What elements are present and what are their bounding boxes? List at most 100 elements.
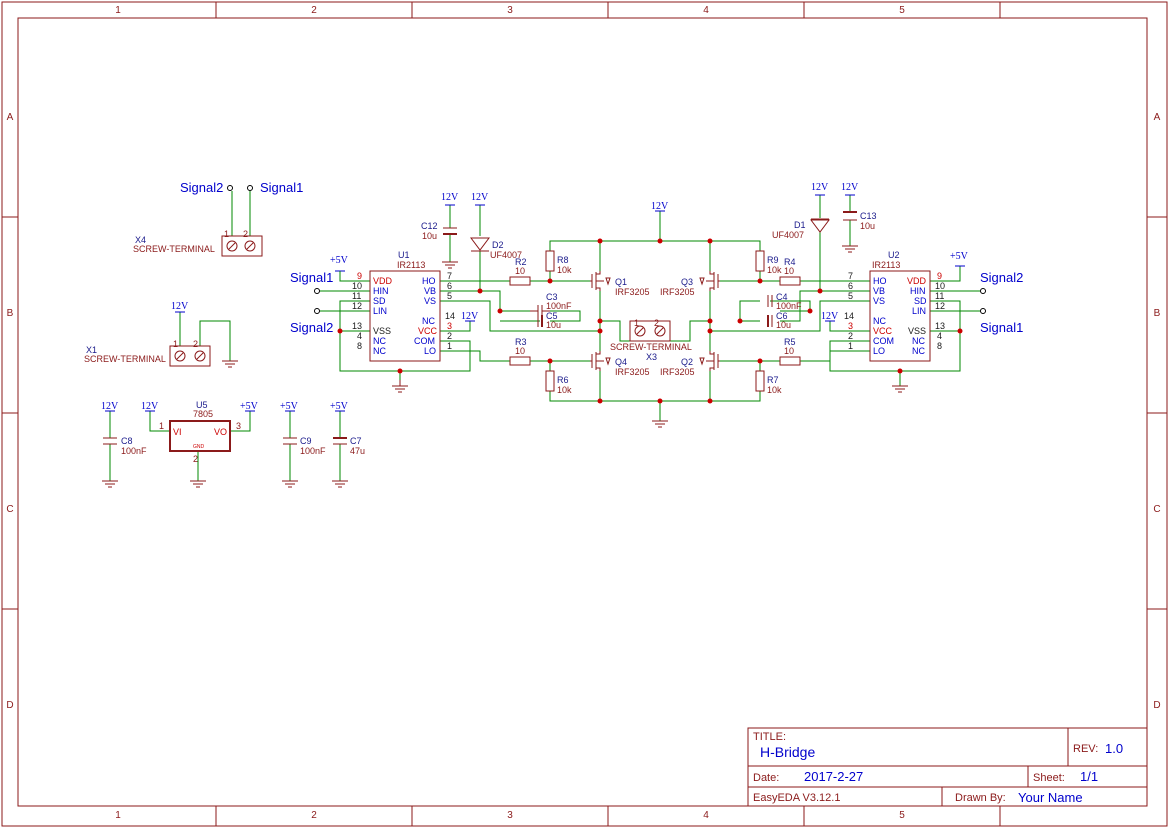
r9-ref: R9	[767, 255, 779, 265]
junction-dot	[757, 278, 763, 284]
u2-pin-sd: SD	[914, 296, 927, 306]
power-flag-12v: 12V	[821, 311, 839, 322]
u2-pin-nc3: NC	[873, 316, 886, 326]
mosfet-q4[interactable]: Q4 IRF3205	[590, 351, 650, 377]
capacitor-c6[interactable]: C6 10u	[767, 311, 791, 330]
col-label-bottom-1: 1	[115, 810, 121, 821]
net-label-signal2-u1: Signal2	[290, 320, 333, 335]
net-label-signal2-u2: Signal2	[980, 270, 1023, 285]
junction-dot	[337, 328, 343, 334]
c4-value: 100nF	[776, 301, 802, 311]
resistor-r3[interactable]: R3 10	[509, 337, 531, 366]
r6-value: 10k	[557, 385, 572, 395]
q3-value: IRF3205	[660, 287, 695, 297]
resistor-r2[interactable]: R2 10	[509, 257, 531, 286]
capacitor-c4[interactable]: C4 100nF	[767, 292, 802, 311]
junction-dot	[547, 278, 553, 284]
junction-dot	[707, 398, 713, 404]
net-5v-label: +5V	[330, 401, 349, 412]
u2-pin-num-2: 2	[848, 331, 853, 341]
u2-pin-vs: VS	[873, 296, 885, 306]
net-port-signal2-u2	[980, 288, 986, 294]
ground-icon	[892, 385, 908, 393]
junction-dot	[397, 368, 403, 374]
net-12v-label: 12V	[841, 182, 859, 193]
r4-ref: R4	[784, 257, 796, 267]
ground-icon	[102, 480, 118, 488]
c5-value: 10u	[546, 320, 561, 330]
u1-pin-nc1: NC	[373, 336, 386, 346]
drawn-by-value: Your Name	[1018, 790, 1083, 805]
capacitor-c7[interactable]: C7 47u	[333, 436, 365, 456]
date-value: 2017-2-27	[804, 769, 863, 784]
u1-pin-lo: LO	[424, 346, 436, 356]
resistor-r9[interactable]: R9 10k	[755, 250, 782, 275]
u1-pin-num-4: 4	[357, 331, 362, 341]
u2-pin-num-11: 11	[935, 291, 944, 301]
resistor-r8[interactable]: R8 10k	[545, 250, 572, 275]
power-flag-5v: +5V	[330, 255, 349, 281]
u1-pin-num-13: 13	[352, 321, 362, 331]
c7-value: 47u	[350, 446, 365, 456]
ic-u2[interactable]: U2 IR2113 HO VB VS NC VCC COM LO 7 6 5 1…	[844, 250, 945, 362]
mosfet-q1[interactable]: Q1 IRF3205	[590, 271, 650, 297]
diode-d2[interactable]: D2 UF4007	[470, 237, 522, 260]
u2-pin-num-1: 1	[848, 341, 853, 351]
ic-u1[interactable]: U1 IR2113 VDD HIN SD LIN VSS NC NC 9 10 …	[352, 250, 455, 362]
capacitor-c13[interactable]: C13 10u	[843, 211, 877, 231]
net-5v-label: +5V	[950, 251, 969, 262]
capacitor-c9[interactable]: C9 100nF	[283, 436, 326, 456]
u5-ref: U5	[196, 400, 208, 410]
resistor-r6[interactable]: R6 10k	[545, 370, 572, 395]
power-flag-12v: 12V	[441, 192, 459, 206]
r5-value: 10	[784, 346, 794, 356]
capacitor-c5[interactable]: C5 10u	[537, 311, 561, 330]
diode-d1[interactable]: D1 UF4007	[772, 218, 830, 240]
terminal-x4[interactable]: 1 2 X4 SCREW-TERMINAL	[133, 229, 263, 257]
u2-pin-lo: LO	[873, 346, 885, 356]
capacitor-c12[interactable]: C12 10u	[421, 221, 457, 241]
terminal-x1[interactable]: 1 2 X1 SCREW-TERMINAL	[84, 339, 211, 367]
resistor-r4[interactable]: R4 10	[779, 257, 801, 286]
capacitor-c3[interactable]: C3 100nF	[530, 292, 572, 317]
col-label-top-1: 1	[115, 5, 121, 16]
junction-dot	[597, 328, 603, 334]
row-label-right-D: D	[1153, 700, 1160, 711]
u5-pin-num-2: 2	[193, 454, 198, 464]
x1-value: SCREW-TERMINAL	[84, 354, 166, 364]
r5-ref: R5	[784, 337, 796, 347]
mosfet-q3[interactable]: Q3 IRF3205	[660, 271, 720, 297]
junction-dot	[737, 318, 743, 324]
mosfet-q2[interactable]: Q2 IRF3205	[660, 351, 720, 377]
u2-pin-num-14: 14	[844, 311, 854, 321]
u1-pin-num-1: 1	[447, 341, 452, 351]
col-label-bottom-4: 4	[703, 810, 709, 821]
regulator-u5[interactable]: U5 7805 VI VO GND 1 2 3	[159, 400, 241, 464]
power-flag-12v: 12V	[471, 192, 489, 206]
resistor-r7[interactable]: R7 10k	[755, 370, 782, 395]
u1-pin-vss: VSS	[373, 326, 391, 336]
resistor-r5[interactable]: R5 10	[779, 337, 801, 366]
c7-ref: C7	[350, 436, 362, 446]
c6-ref: C6	[776, 311, 788, 321]
u1-pin-num-6: 6	[447, 281, 452, 291]
title-block: TITLE: H-Bridge REV: 1.0 Date: 2017-2-27…	[747, 727, 1148, 807]
capacitor-c8[interactable]: C8 100nF	[103, 436, 147, 456]
u1-pin-vcc: VCC	[418, 326, 438, 336]
net-12v-label: 12V	[821, 311, 839, 322]
u2-pin-vb: VB	[873, 286, 885, 296]
terminal-x3[interactable]: 1 2 SCREW-TERMINAL X3	[610, 318, 692, 362]
row-label-left-D: D	[6, 700, 13, 711]
ground-icon	[842, 245, 858, 253]
col-label-bottom-2: 2	[311, 810, 317, 821]
u1-pin-ho: HO	[422, 276, 436, 286]
r2-ref: R2	[515, 257, 527, 267]
q1-value: IRF3205	[615, 287, 650, 297]
r6-ref: R6	[557, 375, 569, 385]
net-port-signal1-u1	[314, 288, 320, 294]
tool-name: EasyEDA V3.12.1	[753, 792, 840, 804]
ground-icon	[392, 380, 408, 393]
u1-pin-nc3: NC	[422, 316, 435, 326]
q2-value: IRF3205	[660, 367, 695, 377]
c9-value: 100nF	[300, 446, 326, 456]
